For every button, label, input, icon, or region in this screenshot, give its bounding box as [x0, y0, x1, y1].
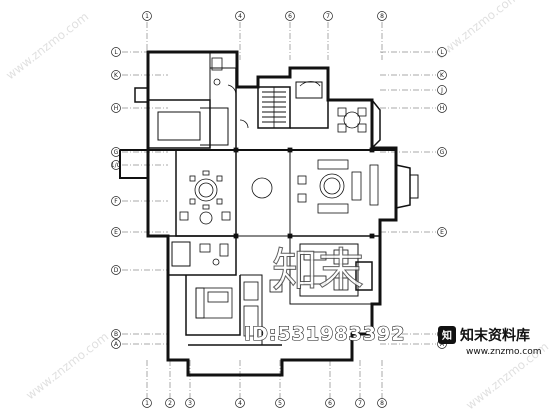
- axis-bubble-bottom-label: 7: [358, 400, 362, 407]
- axis-bubble-bottom: 1: [142, 398, 152, 408]
- axis-bubble-bottom-label: 5: [278, 400, 282, 407]
- axis-bubble-top: 7: [323, 11, 333, 21]
- branding-block: 知 知末资料库 www.znzmo.com: [438, 326, 541, 357]
- axis-bubble-left-label: L: [114, 49, 118, 56]
- axis-bubble-bottom: 3: [185, 398, 195, 408]
- brand-name: 知末资料库: [460, 327, 530, 344]
- axis-bubble-left-label: E: [114, 229, 118, 236]
- axis-bubble-top-label: 6: [288, 13, 292, 20]
- axis-bubble-bottom: 7: [355, 398, 365, 408]
- axis-bubble-bottom-label: 3: [188, 400, 192, 407]
- axis-bubble-bottom-label: 2: [168, 400, 172, 407]
- axis-bubble-left-label: B: [114, 331, 118, 338]
- brand-url: www.znzmo.com: [466, 347, 541, 357]
- axis-bubble-left: K: [111, 70, 121, 80]
- axis-bubble-top-label: 1: [145, 13, 149, 20]
- axis-bubble-left-label: H: [114, 105, 119, 112]
- axis-bubble-bottom-label: 6: [328, 400, 332, 407]
- big-watermark-text: 知末: [272, 243, 364, 297]
- brand-logo-icon: 知: [441, 329, 452, 342]
- axis-bubble-top-label: 4: [238, 13, 242, 20]
- axis-bubble-bottom: 5: [275, 398, 285, 408]
- furniture: [179, 57, 379, 337]
- axis-bubble-top: 1: [142, 11, 152, 21]
- axis-bubble-right: G: [437, 147, 447, 157]
- axis-bubble-left: D: [111, 265, 121, 275]
- axis-bubble-right: J: [437, 85, 447, 95]
- axis-bubble-right-label: L: [440, 49, 444, 56]
- axis-bubble-bottom-label: 1: [145, 400, 149, 407]
- axis-bubble-top: 8: [377, 11, 387, 21]
- axis-bubble-left-label: 1/G: [111, 162, 122, 169]
- axis-bubble-top-label: 8: [380, 13, 384, 20]
- axis-bubble-left: 1/G: [111, 160, 122, 170]
- axis-bubble-left: L: [111, 47, 121, 57]
- axis-bubble-bottom-label: 8: [380, 400, 384, 407]
- axis-bubble-left: E: [111, 227, 121, 237]
- axis-grid: [122, 22, 436, 398]
- axis-bubble-right: H: [437, 103, 447, 113]
- axis-bubble-left-label: F: [114, 198, 118, 205]
- axis-bubble-bottom: 2: [165, 398, 175, 408]
- axis-bubble-bottom-label: 4: [238, 400, 242, 407]
- axis-bubble-right: K: [437, 70, 447, 80]
- axis-bubble-right-label: J: [440, 87, 443, 94]
- axis-bubble-right-label: G: [440, 149, 445, 156]
- axis-bubble-left-label: G: [114, 149, 119, 156]
- axis-bubble-left: H: [111, 103, 121, 113]
- axis-bubble-left-label: K: [114, 72, 119, 79]
- axis-bubble-bottom: 6: [325, 398, 335, 408]
- big-watermark: 知末: [272, 243, 365, 298]
- axis-bubble-left-label: D: [114, 267, 119, 274]
- id-watermark: ID:531983392: [244, 323, 405, 345]
- axis-bubble-right-label: A: [440, 341, 445, 348]
- axis-bubble-left-label: A: [114, 341, 119, 348]
- axis-bubble-left: F: [111, 196, 121, 206]
- axis-bubble-right-label: H: [440, 105, 445, 112]
- axis-bubble-top-label: 7: [326, 13, 330, 20]
- axis-bubble-bottom: 8: [377, 398, 387, 408]
- axis-bubble-bottom: 4: [235, 398, 245, 408]
- axis-bubble-right-label: E: [440, 229, 444, 236]
- axis-bubble-right-label: K: [440, 72, 445, 79]
- axis-bubble-left: B: [111, 329, 121, 339]
- axis-bubble-right: E: [437, 227, 447, 237]
- axis-bubble-right: L: [437, 47, 447, 57]
- axis-bubble-top: 6: [285, 11, 295, 21]
- wall-outlines: [119, 50, 419, 377]
- axis-bubble-top: 4: [235, 11, 245, 21]
- axis-bubble-left: A: [111, 339, 121, 349]
